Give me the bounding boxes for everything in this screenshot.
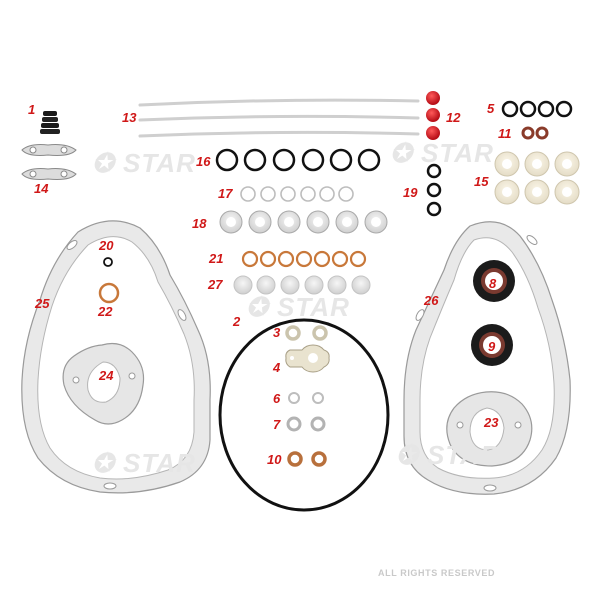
part-label-25: 25: [35, 296, 50, 311]
part-label-6: 6: [273, 391, 281, 406]
red-caps-part-12: [426, 91, 440, 140]
watermark-star: ✪ STAR: [246, 292, 350, 322]
part-label-22: 22: [98, 304, 113, 319]
pear-gasket-part-23: [446, 391, 533, 467]
rings-part-6: [288, 392, 324, 404]
part-label-10: 10: [267, 452, 282, 467]
tubes-part-13: [138, 98, 420, 138]
part-label-21: 21: [209, 251, 224, 266]
discs-part-27: [233, 275, 371, 295]
washers-part-18: [219, 210, 388, 234]
part-label-2: 2: [233, 314, 241, 329]
washers-part-7: [286, 416, 326, 432]
rubber-boot-part-1: [40, 111, 60, 134]
part-label-15: 15: [474, 174, 489, 189]
washers-part-3: [285, 325, 328, 341]
part-label-4: 4: [273, 360, 281, 375]
copper-rings-part-21: [241, 250, 367, 268]
watermark-star: ✪ STAR: [92, 148, 196, 178]
part-label-14: 14: [34, 181, 49, 196]
watermark-star: ✪ STAR: [92, 448, 196, 478]
part-label-24: 24: [99, 368, 114, 383]
flange-gasket-part-4: [285, 344, 330, 373]
shaft-seal-part-8: [473, 260, 515, 302]
watermark-star: ✪ STAR: [390, 138, 494, 168]
watermark-star: ✪ STAR: [396, 440, 500, 470]
oring-part-20: [103, 257, 113, 267]
part-label-23: 23: [484, 415, 499, 430]
part-label-9: 9: [488, 339, 496, 354]
part-label-16: 16: [196, 154, 211, 169]
shaft-seal-part-9: [471, 324, 513, 366]
part-label-17: 17: [218, 186, 233, 201]
part-label-8: 8: [489, 276, 497, 291]
part-label-12: 12: [446, 110, 461, 125]
part-label-20: 20: [99, 238, 114, 253]
pear-gasket-part-24: [62, 342, 145, 425]
copper-washers-part-10: [287, 451, 327, 467]
orings-part-19: [426, 163, 442, 217]
part-label-18: 18: [192, 216, 207, 231]
part-label-26: 26: [424, 293, 439, 308]
part-label-13: 13: [122, 110, 137, 125]
rings-part-11: [521, 126, 549, 140]
copper-ring-part-22: [98, 282, 120, 304]
rings-part-17: [240, 186, 354, 202]
rights-notice: ALL RIGHTS RESERVED: [378, 568, 496, 578]
part-label-7: 7: [273, 417, 281, 432]
part-label-27: 27: [208, 277, 223, 292]
part-label-5: 5: [487, 101, 495, 116]
part-label-19: 19: [403, 185, 418, 200]
part-label-11: 11: [498, 126, 512, 141]
large-oring-part-2: [218, 318, 390, 512]
orings-part-5: [501, 100, 573, 118]
part-label-1: 1: [28, 102, 36, 117]
metal-clips-part-14: [21, 144, 77, 180]
orings-part-16: [215, 148, 381, 172]
part-label-3: 3: [273, 325, 281, 340]
